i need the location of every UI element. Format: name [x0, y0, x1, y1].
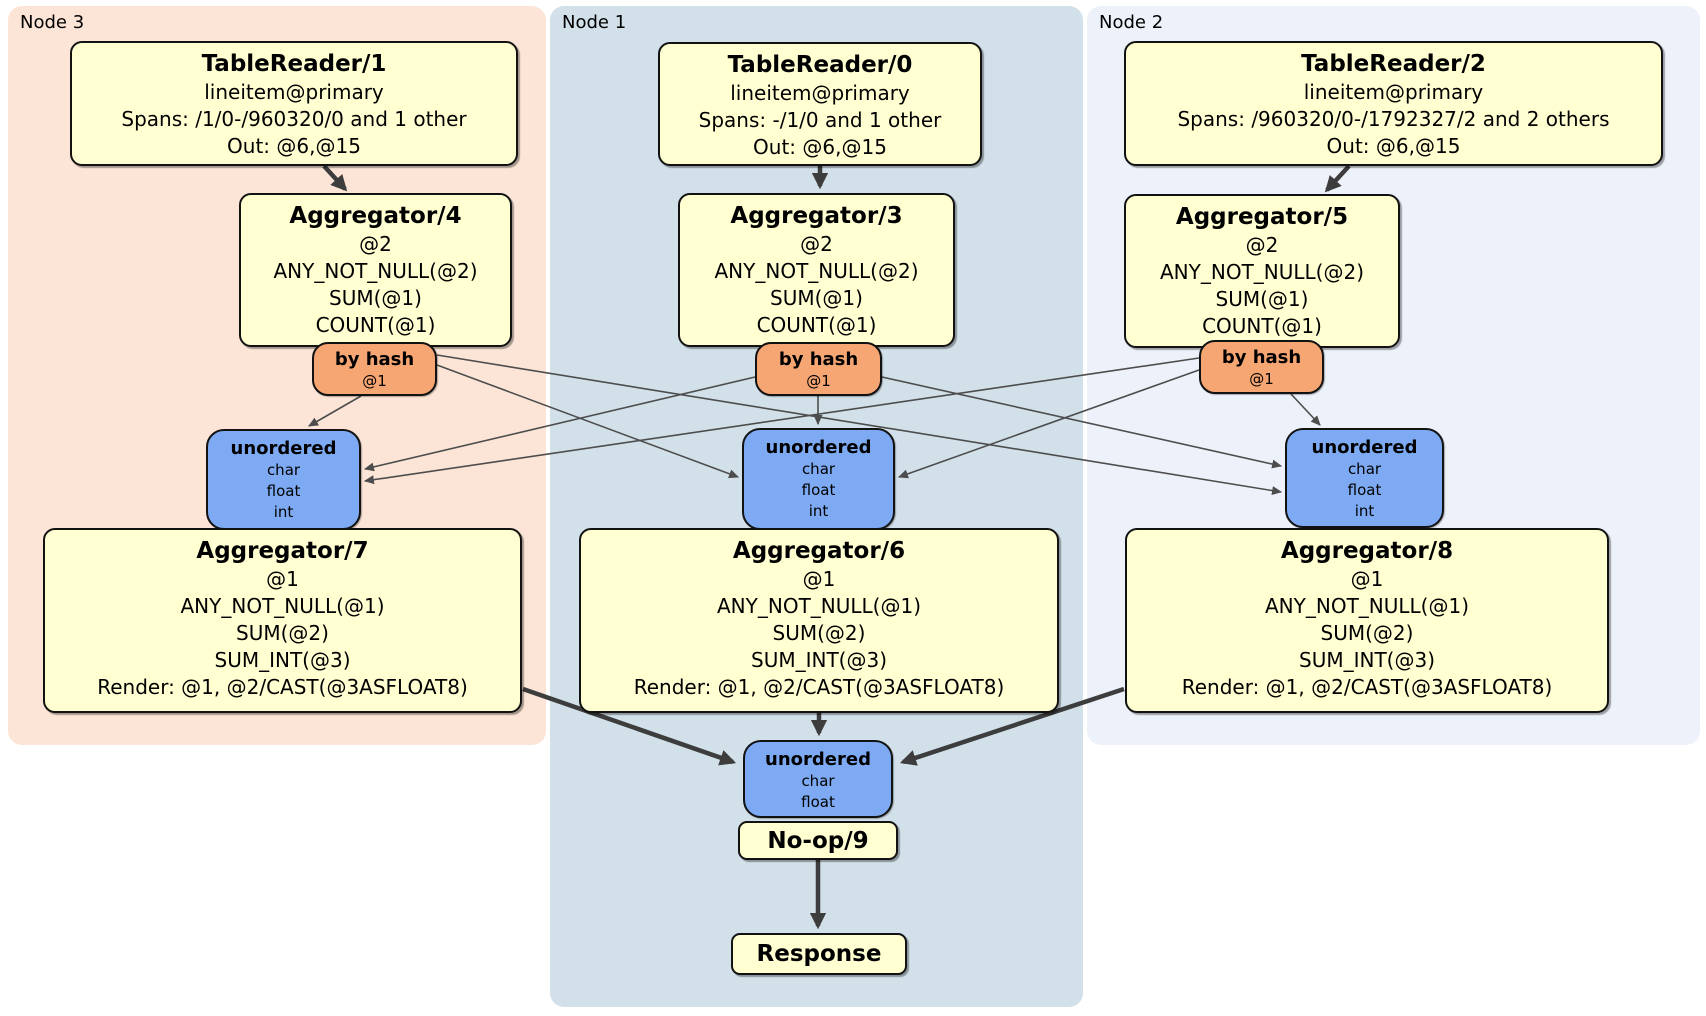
- node-title: by hash: [1221, 347, 1302, 368]
- node-title: unordered: [1311, 437, 1418, 458]
- node-line: @1: [806, 372, 831, 390]
- node-aggregator-8: Aggregator/8 @1 ANY_NOT_NULL(@1) SUM(@2)…: [1125, 528, 1609, 713]
- node-line: SUM_INT(@3): [751, 648, 887, 672]
- node-router-by-hash-5: by hash @1: [1199, 340, 1324, 394]
- node-line: Out: @6,@15: [227, 134, 361, 158]
- node-line: lineitem@primary: [1303, 80, 1484, 104]
- node-aggregator-7: Aggregator/7 @1 ANY_NOT_NULL(@1) SUM(@2)…: [43, 528, 522, 713]
- node-line: int: [273, 503, 294, 521]
- node-sync-unordered-7: unordered char float int: [206, 429, 361, 530]
- node-line: float: [266, 482, 301, 500]
- node-title: Aggregator/4: [289, 203, 462, 229]
- panel-label: Node 1: [562, 12, 627, 33]
- node-title: unordered: [765, 749, 871, 770]
- node-title: Aggregator/5: [1175, 204, 1349, 230]
- node-line: ANY_NOT_NULL(@1): [717, 594, 921, 618]
- node-line: COUNT(@1): [756, 313, 877, 337]
- node-line: char: [266, 461, 301, 479]
- node-title: Aggregator/7: [196, 538, 369, 564]
- node-line: @1: [362, 372, 387, 390]
- node-aggregator-3: Aggregator/3 @2 ANY_NOT_NULL(@2) SUM(@1)…: [678, 193, 955, 347]
- node-title: Aggregator/6: [732, 538, 906, 564]
- node-line: COUNT(@1): [1202, 314, 1322, 338]
- node-title: TableReader/0: [727, 52, 913, 78]
- node-line: char: [801, 460, 836, 478]
- node-aggregator-5: Aggregator/5 @2 ANY_NOT_NULL(@2) SUM(@1)…: [1124, 194, 1400, 348]
- node-title: Aggregator/3: [730, 203, 903, 229]
- node-line: SUM(@2): [236, 621, 329, 645]
- panel-label: Node 3: [20, 12, 85, 33]
- node-aggregator-6: Aggregator/6 @1 ANY_NOT_NULL(@1) SUM(@2)…: [579, 528, 1059, 713]
- node-line: char: [1347, 460, 1382, 478]
- node-line: @1: [802, 567, 836, 591]
- node-line: SUM_INT(@3): [214, 648, 351, 672]
- node-title: unordered: [765, 437, 872, 458]
- node-sync-unordered-6: unordered char float int: [742, 428, 895, 530]
- node-line: int: [1354, 502, 1375, 520]
- node-title: Response: [756, 941, 882, 967]
- node-line: char: [801, 772, 835, 790]
- node-line: Render: @1, @2/CAST(@3ASFLOAT8): [97, 675, 468, 699]
- node-tablereader-0: TableReader/0 lineitem@primary Spans: -/…: [658, 42, 982, 166]
- node-line: SUM(@1): [329, 286, 422, 310]
- node-line: @1: [1350, 567, 1384, 591]
- node-title: by hash: [778, 349, 859, 370]
- node-line: @1: [1249, 370, 1274, 388]
- node-line: ANY_NOT_NULL(@2): [714, 259, 919, 283]
- node-noop-9: No-op/9: [738, 821, 898, 860]
- node-response: Response: [731, 933, 907, 975]
- node-line: SUM(@1): [770, 286, 863, 310]
- node-sync-unordered-8: unordered char float int: [1285, 428, 1444, 528]
- node-line: COUNT(@1): [315, 313, 436, 337]
- node-title: TableReader/1: [201, 51, 387, 77]
- node-line: lineitem@primary: [204, 80, 384, 104]
- node-title: TableReader/2: [1301, 51, 1486, 77]
- node-line: SUM(@1): [1215, 287, 1309, 311]
- node-line: Spans: /960320/0-/1792327/2 and 2 others: [1177, 107, 1610, 131]
- node-title: by hash: [334, 349, 415, 370]
- node-line: @2: [800, 232, 833, 256]
- node-title: Aggregator/8: [1280, 538, 1454, 564]
- node-line: SUM_INT(@3): [1299, 648, 1435, 672]
- node-sync-unordered-final: unordered char float: [743, 740, 893, 818]
- node-line: ANY_NOT_NULL(@2): [273, 259, 478, 283]
- node-tablereader-2: TableReader/2 lineitem@primary Spans: /9…: [1124, 41, 1663, 166]
- node-line: lineitem@primary: [730, 81, 910, 105]
- node-line: Spans: /1/0-/960320/0 and 1 other: [121, 107, 467, 131]
- node-router-by-hash-4: by hash @1: [312, 342, 437, 396]
- node-line: @2: [1245, 233, 1279, 257]
- node-line: @1: [266, 567, 299, 591]
- node-title: unordered: [230, 438, 337, 459]
- node-line: Spans: -/1/0 and 1 other: [698, 108, 942, 132]
- node-line: SUM(@2): [1320, 621, 1414, 645]
- node-line: Out: @6,@15: [1326, 134, 1461, 158]
- node-line: float: [1347, 481, 1382, 499]
- node-line: Render: @1, @2/CAST(@3ASFLOAT8): [633, 675, 1005, 699]
- node-title: No-op/9: [767, 827, 869, 854]
- node-line: Render: @1, @2/CAST(@3ASFLOAT8): [1181, 675, 1553, 699]
- node-line: ANY_NOT_NULL(@1): [1265, 594, 1469, 618]
- node-line: ANY_NOT_NULL(@2): [1160, 260, 1364, 284]
- node-line: ANY_NOT_NULL(@1): [180, 594, 385, 618]
- node-line: int: [808, 502, 829, 520]
- node-line: @2: [359, 232, 392, 256]
- node-line: Out: @6,@15: [753, 135, 887, 159]
- node-line: float: [801, 481, 836, 499]
- node-aggregator-4: Aggregator/4 @2 ANY_NOT_NULL(@2) SUM(@1)…: [239, 193, 512, 347]
- node-line: float: [801, 793, 835, 811]
- node-router-by-hash-3: by hash @1: [755, 342, 882, 396]
- node-tablereader-1: TableReader/1 lineitem@primary Spans: /1…: [70, 41, 518, 166]
- panel-label: Node 2: [1099, 12, 1164, 33]
- node-line: SUM(@2): [772, 621, 866, 645]
